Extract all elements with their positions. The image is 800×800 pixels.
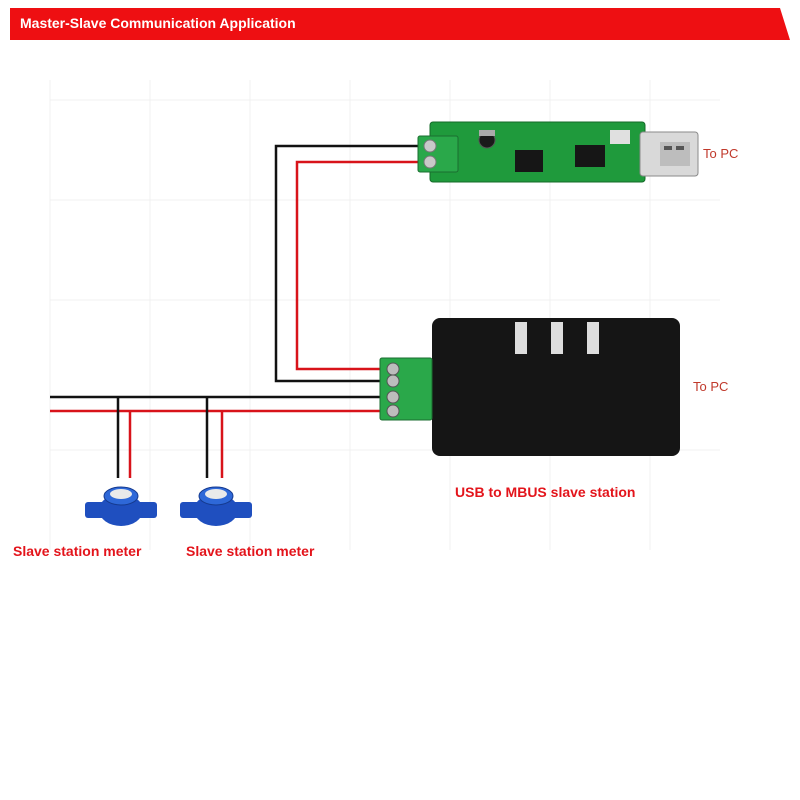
water-meter-icon [180,486,252,526]
background-grid [49,80,720,550]
usb-mbus-slave-device [379,318,680,456]
to-pc-label-top: To PC [703,146,739,161]
to-pc-label-device: To PC [693,379,729,394]
device-label: USB to MBUS slave station [455,484,636,500]
master-wire-black [274,144,418,383]
meter-label-1: Slave station meter [13,543,142,559]
water-meter-icon [85,486,157,526]
usb-master-board [417,121,699,183]
title-banner [10,8,790,40]
banner-title: Master-Slave Communication Application [20,15,296,31]
meter-label-2: Slave station meter [186,543,315,559]
bus-wires [50,395,392,478]
master-wires [274,144,418,383]
master-wire-red [295,160,418,371]
